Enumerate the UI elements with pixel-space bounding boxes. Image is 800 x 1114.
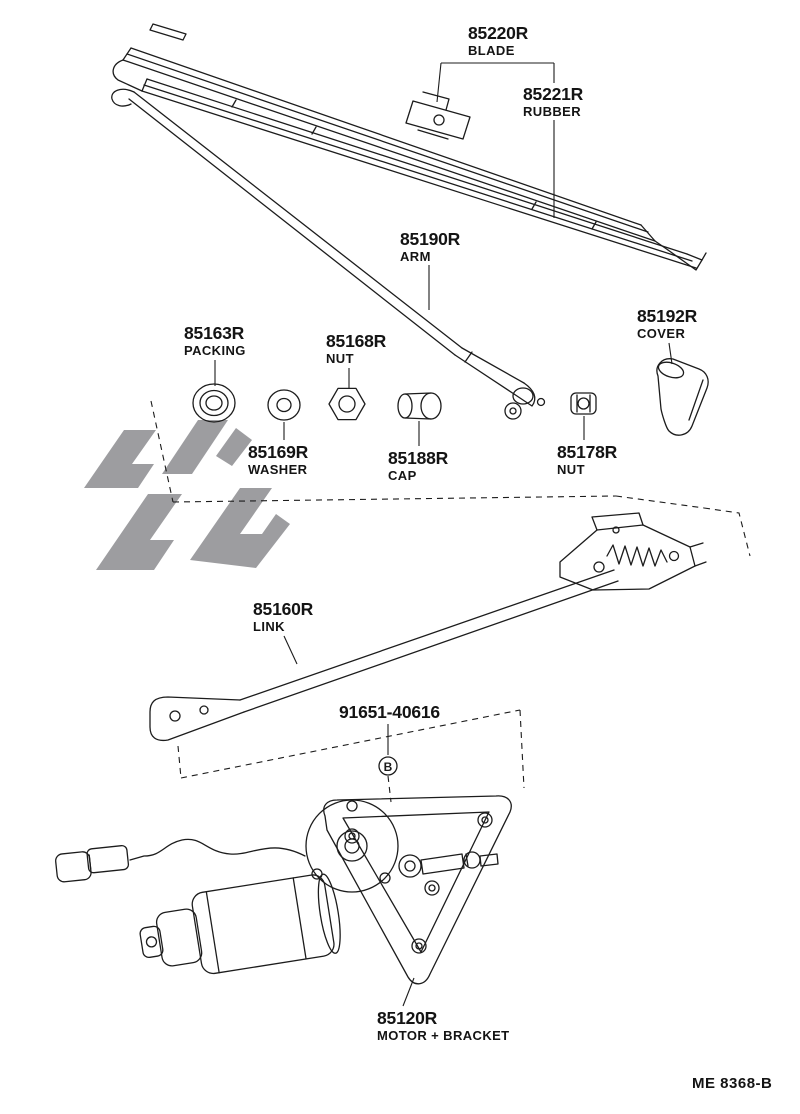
part-label-washer: 85169R WASHER bbox=[248, 443, 308, 477]
part-name: ARM bbox=[400, 249, 431, 265]
part-label-nut-upper: 85168R NUT bbox=[326, 332, 386, 366]
wiper-blade-drawing bbox=[112, 23, 707, 271]
part-label-motor: 85120R MOTOR + BRACKET bbox=[377, 1009, 510, 1043]
part-name: NUT bbox=[557, 462, 585, 478]
part-number: 85169R bbox=[248, 442, 309, 462]
part-number: 85192R bbox=[637, 306, 698, 326]
doc-code: ME 8368-B bbox=[692, 1075, 773, 1092]
part-label-arm: 85190R ARM bbox=[400, 230, 460, 264]
part-number: 85160R bbox=[253, 599, 314, 619]
small-parts-drawing bbox=[192, 358, 709, 436]
assembly-dashed-lines bbox=[150, 400, 751, 803]
leader-lines bbox=[214, 62, 673, 1007]
part-label-bolt: 91651-40616 bbox=[339, 702, 440, 722]
bolt-callout: B bbox=[378, 756, 398, 776]
part-label-blade: 85220R BLADE bbox=[468, 24, 528, 58]
part-label-link: 85160R LINK bbox=[253, 600, 313, 634]
part-number: 85178R bbox=[557, 442, 618, 462]
part-label-cover: 85192R COVER bbox=[637, 307, 697, 341]
part-label-rubber: 85221R RUBBER bbox=[523, 85, 583, 119]
part-name: COVER bbox=[637, 326, 686, 342]
part-name: WASHER bbox=[248, 462, 308, 478]
watermark-logo bbox=[84, 420, 290, 570]
part-number: 91651-40616 bbox=[339, 702, 440, 722]
part-label-cap: 85188R CAP bbox=[388, 449, 448, 483]
part-number: 85190R bbox=[400, 229, 461, 249]
part-name: CAP bbox=[388, 468, 417, 484]
part-label-packing: 85163R PACKING bbox=[184, 324, 246, 358]
part-number: 85221R bbox=[523, 84, 584, 104]
wiper-link-drawing bbox=[149, 512, 707, 742]
wiper-arm-drawing bbox=[111, 88, 546, 420]
part-number: 85120R bbox=[377, 1008, 438, 1028]
part-name: RUBBER bbox=[523, 104, 582, 120]
motor-bracket-drawing bbox=[55, 795, 512, 985]
part-name: NUT bbox=[326, 351, 354, 367]
part-name: LINK bbox=[253, 619, 285, 635]
part-number: 85168R bbox=[326, 331, 387, 351]
part-name: PACKING bbox=[184, 343, 246, 359]
part-label-nut-lower: 85178R NUT bbox=[557, 443, 617, 477]
part-number: 85188R bbox=[388, 448, 449, 468]
bolt-callout-letter: B bbox=[384, 760, 393, 774]
part-name: BLADE bbox=[468, 43, 515, 59]
part-name: MOTOR + BRACKET bbox=[377, 1028, 510, 1044]
bolt-callout-circle bbox=[378, 756, 398, 776]
part-number: 85163R bbox=[184, 323, 245, 343]
part-number: 85220R bbox=[468, 23, 529, 43]
